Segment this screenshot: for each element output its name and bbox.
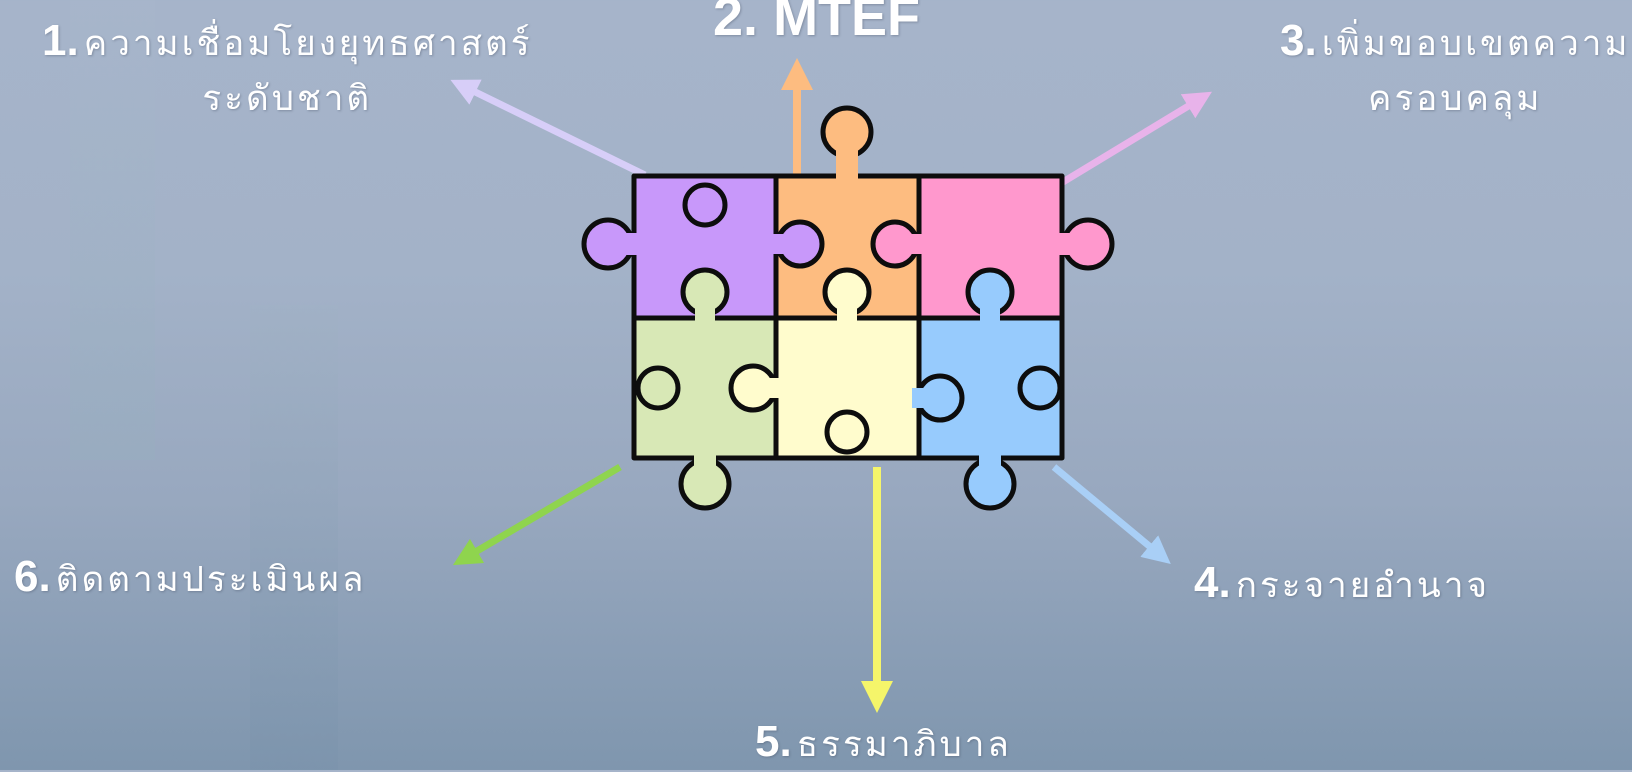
item-1-text-line2: ระดับชาติ <box>42 71 533 126</box>
arrow-to-item-6 <box>465 467 620 558</box>
item-1-label: 1. ความเชื่อมโยงยุทธศาสตร์ ระดับชาติ <box>42 16 533 126</box>
item-6-number: 6. <box>14 552 51 601</box>
item-4-number: 4. <box>1194 558 1231 607</box>
arrow-to-item-3 <box>1058 99 1200 185</box>
item-5-text: ธรรมาภิบาล <box>797 725 1012 765</box>
item-1-number: 1. <box>42 16 79 65</box>
item-1-text: ความเชื่อมโยงยุทธศาสตร์ <box>84 24 533 64</box>
item-3-text: เพิ่มขอบเขตความ <box>1322 24 1631 64</box>
item-5-number: 5. <box>755 717 792 766</box>
item-4-text: กระจายอำนาจ <box>1236 566 1490 606</box>
item-2-number: 2. <box>713 0 758 47</box>
item-3-text-line2: ครอบคลุม <box>1280 71 1630 126</box>
item-3-label: 3. เพิ่มขอบเขตความ ครอบคลุม <box>1280 16 1630 126</box>
item-4-label: 4. กระจายอำนาจ <box>1194 558 1490 613</box>
item-5-label: 5. ธรรมาภิบาล <box>755 717 1012 772</box>
item-2-label: 2. MTEF <box>713 0 920 48</box>
item-6-text: ติดตามประเมินผล <box>56 560 367 600</box>
item-3-number: 3. <box>1280 16 1317 65</box>
item-6-label: 6. ติดตามประเมินผล <box>14 552 366 607</box>
arrow-to-item-4 <box>1054 467 1160 555</box>
item-2-text: MTEF <box>773 0 920 47</box>
